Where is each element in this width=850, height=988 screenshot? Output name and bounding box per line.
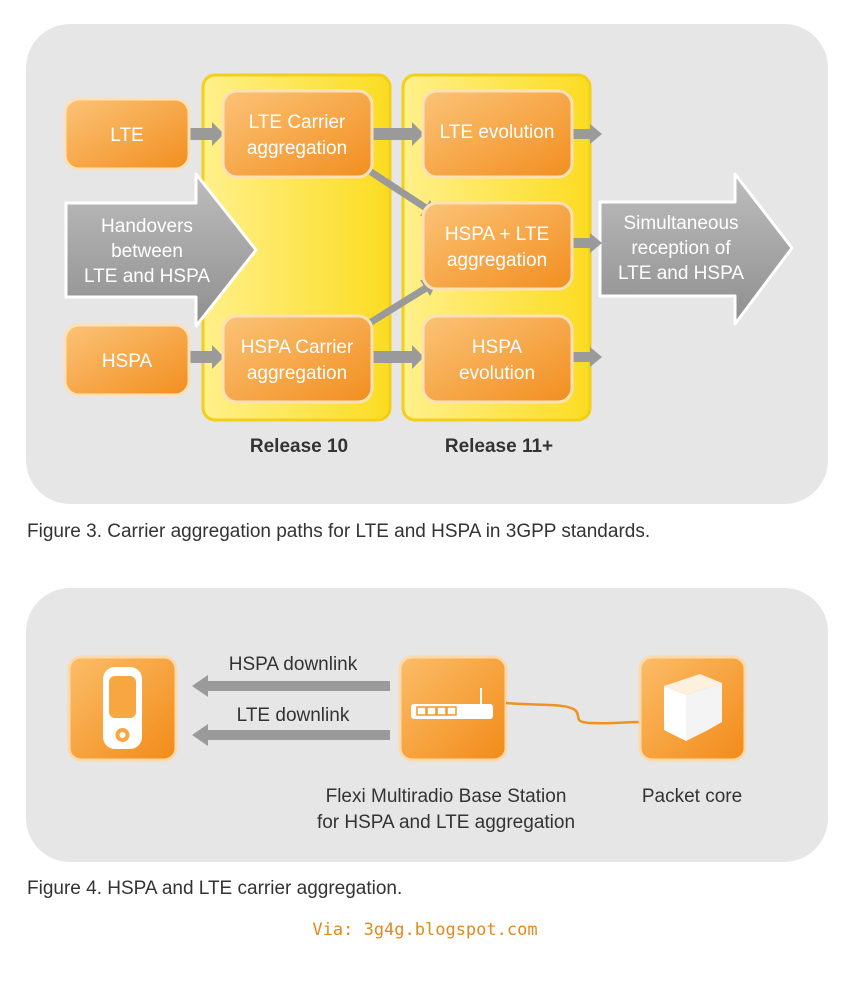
lte-downlink-arrow [192, 724, 390, 746]
hl-agg-line2: aggregation [447, 250, 547, 271]
handovers-line1: Handovers [101, 216, 193, 237]
hspa-evo-line1: HSPA [472, 337, 523, 358]
release11-label: Release 11+ [445, 436, 553, 457]
simultaneous-line3: LTE and HSPA [618, 263, 744, 284]
lte-ca-line2: aggregation [247, 138, 347, 159]
hspa-downlink-arrow [192, 675, 390, 697]
flow-arrows [190, 122, 602, 369]
source-credit: Via: 3g4g.blogspot.com [312, 920, 538, 940]
hspa-ca-line1: HSPA Carrier [241, 337, 354, 358]
box-hspa-evolution [421, 314, 574, 404]
box-lte-carrier-aggregation [221, 89, 374, 179]
box-hspa-label: HSPA [102, 351, 153, 372]
lte-downlink-label: LTE downlink [237, 705, 350, 726]
figure3-caption: Figure 3. Carrier aggregation paths for … [27, 521, 651, 542]
packet-core-icon [664, 674, 722, 741]
simultaneous-line1: Simultaneous [623, 213, 738, 234]
packet-core-label: Packet core [642, 786, 742, 807]
box-hspa-carrier-aggregation [221, 314, 374, 404]
lte-ca-line1: LTE Carrier [249, 112, 346, 133]
box-hspa [63, 323, 191, 397]
hspa-evo-line2: evolution [459, 363, 535, 384]
hl-agg-line1: HSPA + LTE [445, 224, 549, 245]
release10-label: Release 10 [250, 436, 348, 457]
base-station-label-line2: for HSPA and LTE aggregation [317, 812, 575, 833]
box-lte-evolution [421, 89, 574, 179]
arrow-diag-hspa [366, 285, 428, 327]
simultaneous-line2: reception of [631, 238, 731, 259]
arrow-diag-lte [366, 167, 428, 211]
phone-icon [103, 667, 142, 749]
lte-evo-label: LTE evolution [440, 122, 555, 143]
box-lte [63, 97, 191, 171]
arrow-lte-to-ca [190, 122, 224, 146]
arrow-hspa-to-ca [190, 345, 224, 369]
box-hspa-lte-aggregation [421, 201, 574, 291]
arrow-ltececa-to-evo [372, 122, 424, 146]
hspa-ca-line2: aggregation [247, 363, 347, 384]
backhaul-cable [505, 701, 641, 725]
arrow-hspa-evo-out [572, 347, 602, 367]
hspa-downlink-label: HSPA downlink [229, 654, 358, 675]
figure4-caption: Figure 4. HSPA and LTE carrier aggregati… [27, 878, 403, 899]
simultaneous-arrow [598, 172, 794, 326]
base-station-label-line1: Flexi Multiradio Base Station [326, 786, 567, 807]
box-lte-label: LTE [110, 125, 143, 146]
handovers-line2: between [111, 241, 183, 262]
handovers-arrow [64, 172, 258, 328]
base-station-icon [411, 688, 493, 719]
arrow-agg-out [572, 233, 602, 253]
arrow-hspaca-to-evo [372, 345, 424, 369]
handovers-line3: LTE and HSPA [84, 266, 210, 287]
arrow-lte-evo-out [572, 124, 602, 144]
